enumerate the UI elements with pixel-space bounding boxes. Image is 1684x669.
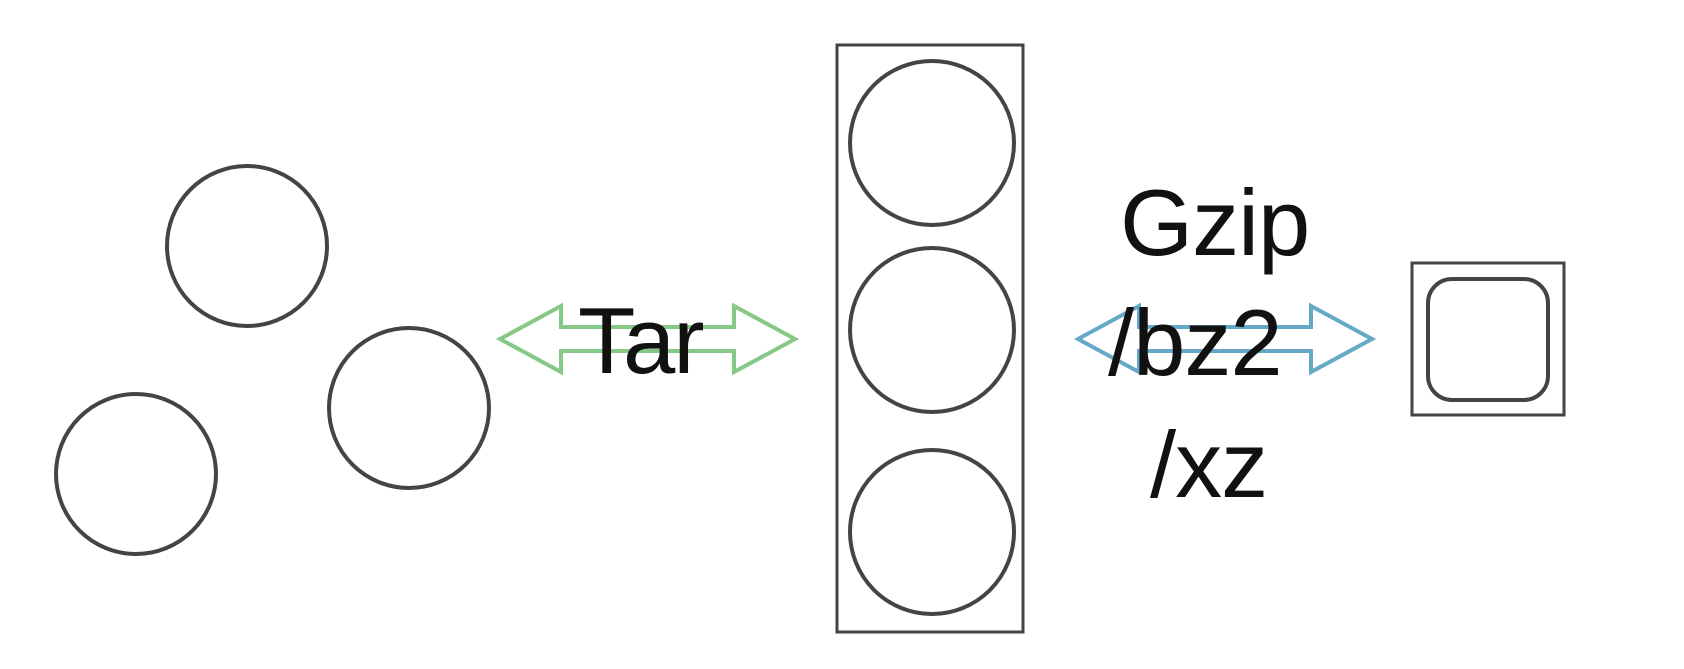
tar-double-arrow	[495, 302, 800, 376]
bz2-label: /bz2	[1108, 290, 1283, 395]
loose-file-circle-right	[327, 326, 491, 490]
archived-file-circle-1	[848, 59, 1016, 227]
xz-label: /xz	[1150, 412, 1268, 517]
loose-file-circle-bottom	[54, 392, 218, 556]
compressed-archive-inner	[1426, 277, 1550, 402]
compressed-archive-group	[1410, 261, 1566, 417]
loose-file-circle-top	[165, 164, 329, 328]
loose-files-group	[54, 164, 491, 556]
tar-archive-box	[835, 43, 1025, 634]
compressed-archive-box	[1410, 261, 1566, 417]
compression-double-arrow	[1073, 302, 1377, 376]
gzip-label: Gzip	[1120, 170, 1310, 275]
archived-file-circle-2	[848, 246, 1016, 414]
tar-label: Tar	[578, 288, 705, 393]
tar-archive-group	[835, 43, 1025, 634]
archived-file-circle-3	[848, 448, 1016, 616]
